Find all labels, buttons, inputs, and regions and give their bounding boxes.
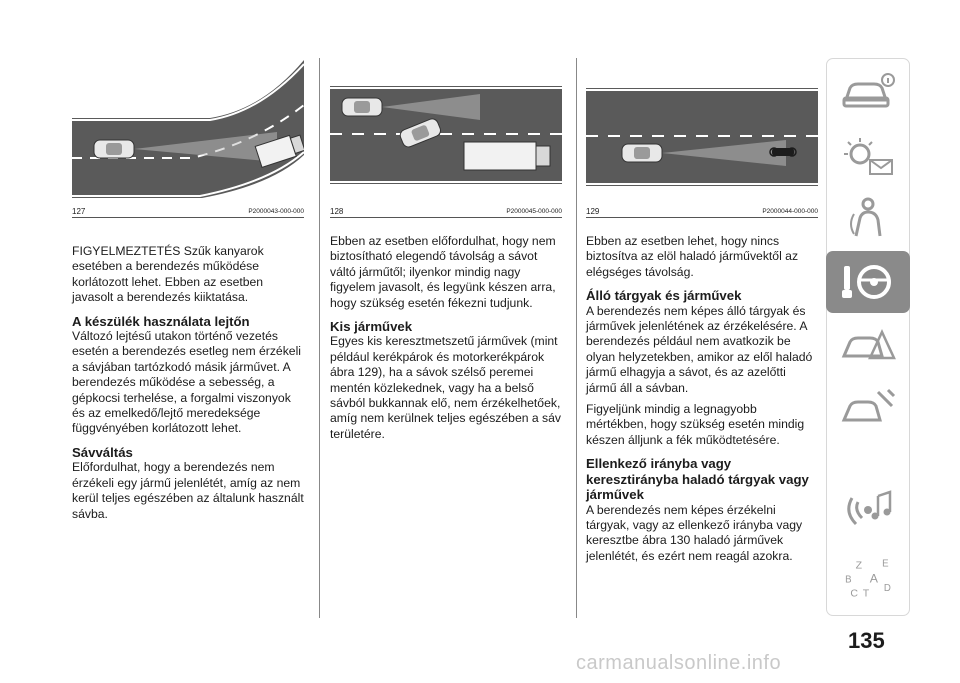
section-heading: Ellenkező irányba vagy keresztirányba ha… — [586, 456, 809, 503]
section-heading: A készülék használata lejtőn — [72, 313, 250, 329]
section-heading: Kis járművek — [330, 319, 413, 335]
paragraph: FIGYELMEZTETÉS Szűk kanyarok esetében a … — [72, 244, 264, 305]
figure-128 — [330, 60, 562, 202]
column-2: 128 P2000045-000-000 Ebben az esetben el… — [330, 60, 562, 448]
chapter-tab-multimedia[interactable] — [827, 479, 909, 537]
lights-message-icon — [844, 138, 893, 175]
chapter-tab-driving[interactable] — [826, 251, 910, 313]
maintenance-wrench-icon — [841, 388, 896, 422]
figure-caption: 129 P2000044-000-000 — [586, 204, 818, 218]
breakdown-warning-icon — [841, 329, 896, 360]
chapter-tab-lights[interactable] — [827, 129, 909, 187]
figure-caption: 127 P2000043-000-000 — [72, 204, 304, 218]
paragraph: Egyes kis keresztmetszetű járművek (mint… — [330, 334, 562, 441]
figure-caption: 128 P2000045-000-000 — [330, 204, 562, 218]
lane-change-illustration — [330, 60, 562, 202]
paragraph: A berendezés nem képes álló tárgyak és j… — [586, 303, 813, 395]
watermark: carmanualsonline.info — [576, 652, 782, 674]
paragraph: A berendezés nem képes érzékelni tárgyak… — [586, 502, 803, 563]
index-letter: A — [870, 571, 879, 585]
seat-airbag-icon — [850, 197, 882, 237]
steering-wheel-key-icon — [842, 265, 891, 299]
car-info-icon — [842, 73, 895, 108]
multimedia-icon — [847, 490, 892, 526]
figure-127 — [72, 60, 304, 202]
column-3: 129 P2000044-000-000 Ebben az esetben le… — [586, 60, 818, 570]
paragraph: Változó lejtésű utakon történő vezetés e… — [72, 329, 301, 436]
alphabetical-index-icon: Z E B A C T D — [845, 559, 891, 600]
chapter-tab-safety[interactable] — [827, 189, 909, 247]
section-heading: Sávváltás — [72, 444, 133, 460]
paragraph: Figyeljünk mindig a legnagyobb mértékben… — [586, 402, 805, 447]
chapter-sidebar: Z E B A C T D — [826, 58, 910, 616]
figure-number: 127 — [72, 207, 86, 216]
figure-129 — [586, 60, 818, 202]
index-letter: E — [882, 559, 889, 570]
index-letter: Z — [856, 559, 863, 571]
figure-number: 129 — [586, 207, 600, 216]
figure-code: P2000045-000-000 — [506, 208, 562, 215]
section-heading: Álló tárgyak és járművek — [586, 288, 742, 304]
chapter-tab-emergency[interactable] — [827, 317, 909, 375]
figure-number: 128 — [330, 207, 344, 216]
chapter-tab-car-info[interactable] — [827, 63, 909, 121]
figure-code: P2000043-000-000 — [248, 208, 304, 215]
chapter-tab-maintenance[interactable] — [827, 379, 909, 437]
column-1-text: FIGYELMEZTETÉS Szűk kanyarok esetében a … — [72, 244, 304, 522]
index-letter: D — [884, 583, 891, 594]
column-1: 127 P2000043-000-000 FIGYELMEZTETÉS Szűk… — [72, 60, 304, 528]
paragraph: Ebben az esetben előfordulhat, hogy nem … — [330, 234, 556, 310]
paragraph: Ebben az esetben lehet, hogy nincs bizto… — [586, 234, 799, 279]
index-letter: T — [863, 587, 870, 599]
column-divider — [319, 58, 320, 618]
figure-code: P2000044-000-000 — [762, 208, 818, 215]
curved-road-illustration — [72, 60, 304, 202]
page-number: 135 — [848, 628, 885, 653]
paragraph: Előfordulhat, hogy a berendezés nem érzé… — [72, 460, 304, 521]
column-3-text: Ebben az esetben lehet, hogy nincs bizto… — [586, 234, 818, 564]
small-vehicle-illustration — [586, 60, 818, 202]
index-letter: C — [850, 587, 858, 599]
column-2-text: Ebben az esetben előfordulhat, hogy nem … — [330, 234, 562, 442]
chapter-tab-index[interactable]: Z E B A C T D — [827, 549, 909, 607]
index-letter: B — [845, 574, 851, 585]
column-divider — [576, 58, 577, 618]
